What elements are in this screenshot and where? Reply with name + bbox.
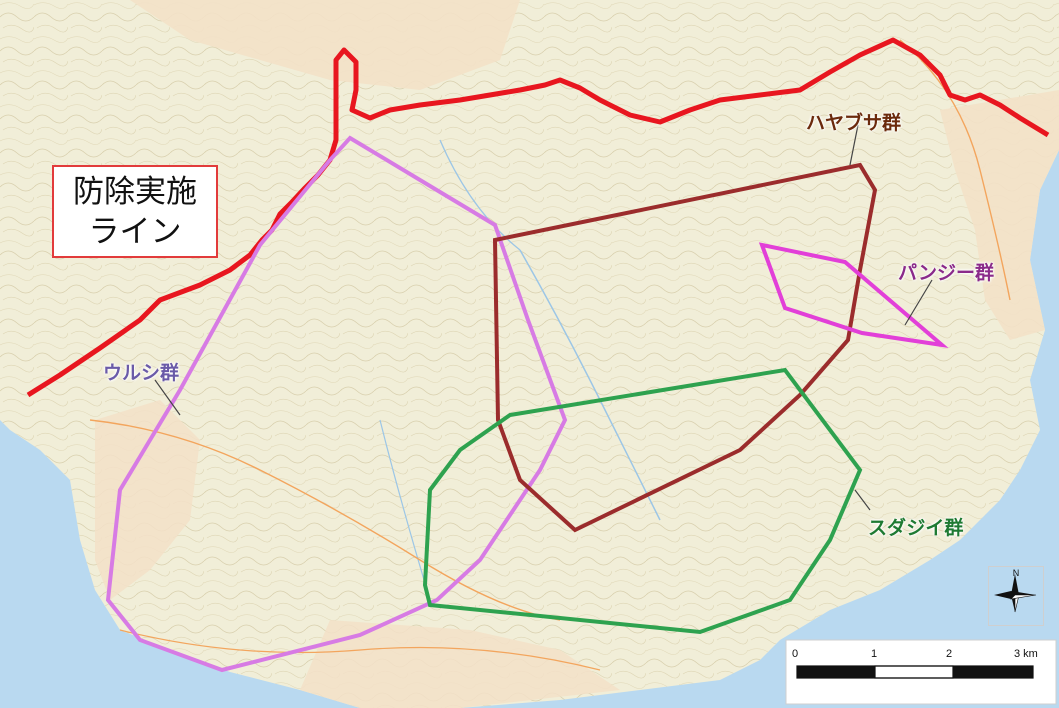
leader-hayabusa [849,124,859,166]
compass-box: N [988,566,1044,626]
range-sudajii-group [422,367,863,635]
compass-north-label: N [1012,568,1020,578]
control-line-label-line2: ライン [88,213,182,250]
scale-tick-label: 2 [946,648,953,660]
range-pansy-group [758,242,949,349]
range-hayabusa-group [492,162,878,533]
scale-bar-segment [797,666,875,678]
control-line-label-line1: 防除実施 [73,173,197,210]
scale-tick-label: 0 [792,648,799,660]
scale-bar-outline [796,665,1034,679]
scale-bar-segment [874,665,954,679]
river [439,139,521,251]
label-pansy-group: パンジー群 [898,262,994,284]
scale-bar-segment [953,666,1033,678]
label-sudajii-group: スダジイ群 [868,517,964,539]
label-urushi-group: ウルシ群 [103,362,180,384]
urban-area-south [300,620,620,708]
road [89,419,561,621]
road [899,39,1011,301]
road [119,629,601,671]
range-urushi-group [105,135,568,673]
urban-area-southwest [95,400,200,600]
control-line-label: 防除実施 ライン [52,165,218,258]
scale-tick-label: 1 [871,648,878,660]
leader-pansy [904,279,933,326]
leader-urushi [154,379,181,416]
compass-rose-icon [994,574,1037,613]
river [379,419,431,601]
urban-area-east [940,90,1059,340]
leader-sudajii [854,489,871,511]
label-hayabusa-group: ハヤブサ群 [806,112,902,134]
scale-tick-label: 3 km [1014,648,1038,660]
urban-area-north [130,0,520,90]
